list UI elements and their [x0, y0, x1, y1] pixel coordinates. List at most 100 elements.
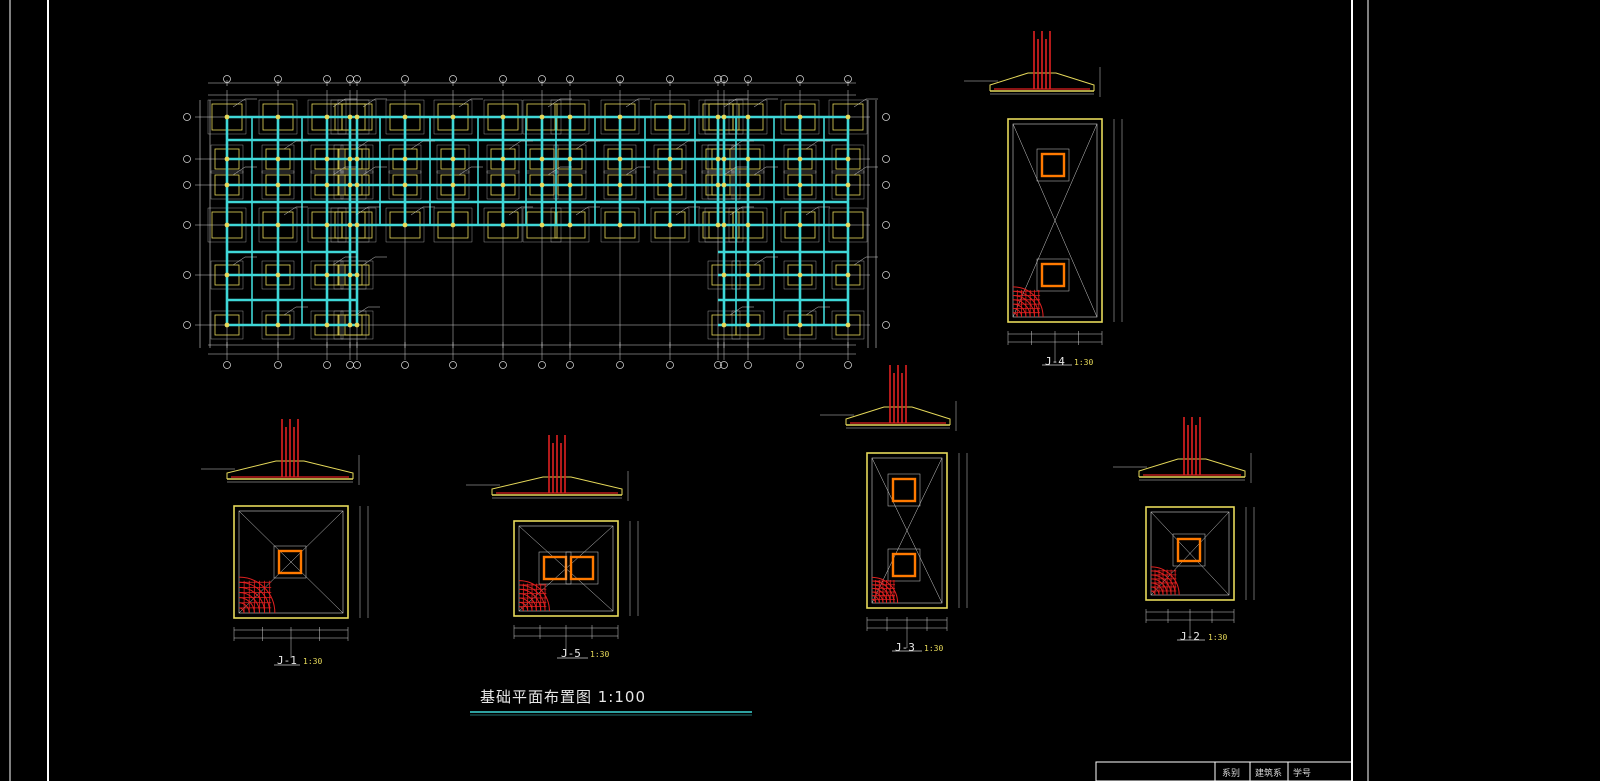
leader-line [355, 140, 369, 150]
leader-line [625, 98, 639, 108]
pad-diagonal [871, 457, 943, 604]
grid-bubble-left [183, 181, 191, 189]
column-mark [347, 156, 353, 162]
grid-bubble-bottom [499, 361, 507, 369]
grid-bubble-bottom [401, 361, 409, 369]
leader-line [410, 140, 424, 150]
column-mark [567, 222, 573, 228]
column-mark [721, 222, 727, 228]
column-mark [539, 182, 545, 188]
pad-inner [1012, 123, 1098, 318]
pad-inner [238, 510, 344, 614]
leader-line [410, 206, 424, 216]
detail-label-j4: J-4 [1045, 355, 1065, 368]
leader-line [355, 206, 369, 216]
leader-line [729, 140, 743, 150]
column-mark [275, 156, 281, 162]
column-mark [224, 222, 230, 228]
leader-line [362, 98, 376, 108]
grid-bubble-bottom [666, 361, 674, 369]
column-mark [745, 114, 751, 120]
foundation-plan [183, 75, 890, 369]
column-mark [275, 114, 281, 120]
leader-line [853, 256, 867, 266]
leader-line [458, 98, 472, 108]
detail-scale-j2: 1:30 [1208, 633, 1228, 642]
column-mark [797, 114, 803, 120]
column-mark [567, 114, 573, 120]
leader-line [355, 306, 369, 316]
title-block-cell-1: 系别 [1222, 769, 1241, 779]
grid-bubble-left [183, 155, 191, 163]
column-mark [745, 222, 751, 228]
column-mark [224, 322, 230, 328]
column-mark [402, 182, 408, 188]
column-mark [354, 182, 360, 188]
pad-outline [233, 505, 349, 619]
column-mark [667, 156, 673, 162]
leader-line [283, 206, 297, 216]
column-mark [617, 156, 623, 162]
column-mark [450, 182, 456, 188]
column-stub [1040, 152, 1066, 178]
leader-line [547, 98, 561, 108]
leader-line [362, 256, 376, 266]
column-mark [450, 156, 456, 162]
column-mark [797, 322, 803, 328]
column-mark [324, 322, 330, 328]
detail-scale-j3: 1:30 [924, 644, 944, 653]
grid-bubble-right [882, 271, 890, 279]
leader-line [575, 206, 589, 216]
column-mark [721, 182, 727, 188]
column-stub [1040, 262, 1066, 288]
column-mark [347, 182, 353, 188]
column-mark [224, 182, 230, 188]
detail-label-j5: J-5 [561, 647, 581, 660]
column-mark [347, 272, 353, 278]
pad-outline [513, 520, 619, 617]
column-mark [402, 222, 408, 228]
title-underline [470, 711, 752, 716]
pad-outline [1145, 506, 1235, 601]
leader-line [547, 166, 561, 176]
sheet-frame [9, 0, 1369, 781]
leader-line [283, 306, 297, 316]
column-mark [715, 114, 721, 120]
leader-line [332, 98, 346, 108]
column-mark [500, 182, 506, 188]
column-mark [721, 114, 727, 120]
leader-line [805, 140, 819, 150]
leader-line [805, 306, 819, 316]
leader-line [508, 206, 522, 216]
pad-inner [518, 525, 614, 612]
title-block [1095, 761, 1353, 781]
column-mark [567, 156, 573, 162]
leader-line [753, 166, 767, 176]
detail-j5-plan [513, 520, 639, 656]
leader-line [283, 140, 297, 150]
column-mark [224, 156, 230, 162]
column-mark [347, 222, 353, 228]
column-mark [797, 182, 803, 188]
leader-line [723, 98, 737, 108]
grid-bubble-bottom [844, 361, 852, 369]
column-mark [500, 114, 506, 120]
pad-outline [1007, 118, 1103, 323]
detail-j5-section [466, 435, 629, 501]
column-mark [667, 222, 673, 228]
pad-inner [871, 457, 943, 604]
leader-line [232, 98, 246, 108]
grid-bubble-right [882, 155, 890, 163]
column-mark [797, 222, 803, 228]
column-mark [354, 156, 360, 162]
column-stub-outline [887, 548, 921, 582]
column-mark [347, 322, 353, 328]
column-mark [324, 156, 330, 162]
column-mark [224, 114, 230, 120]
leader-line [753, 98, 767, 108]
leader-line [362, 166, 376, 176]
grid-bubble-left [183, 113, 191, 121]
leader-line [232, 256, 246, 266]
footing-details [201, 31, 1255, 666]
column-mark [715, 156, 721, 162]
